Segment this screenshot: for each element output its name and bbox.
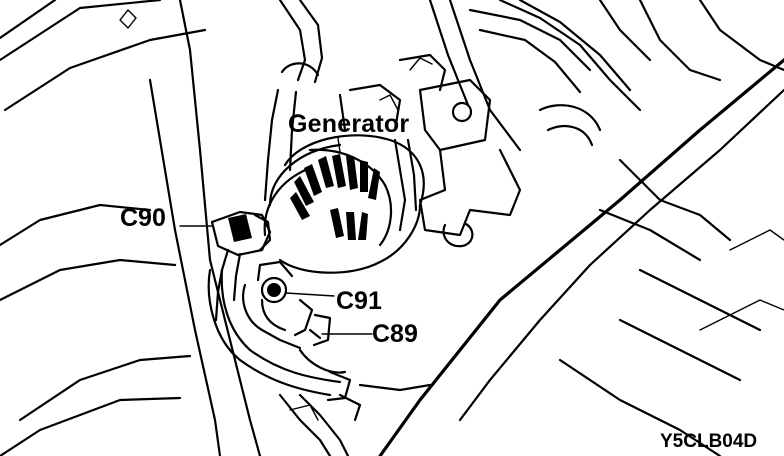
fender-panel [0,0,262,456]
generator-leader [337,137,341,153]
c89-label: C89 [372,320,418,348]
firewall [378,58,784,456]
hoses [263,0,784,202]
figure-code: Y5CLB04D [660,431,758,452]
c91-terminal [256,260,335,304]
c90-connector [179,210,272,322]
bracket [398,53,522,248]
wire-harness [207,268,432,456]
generator-body [263,83,425,274]
generator-label: Generator [288,110,410,138]
c90-label: C90 [120,204,166,232]
c91-label: C91 [336,287,382,315]
